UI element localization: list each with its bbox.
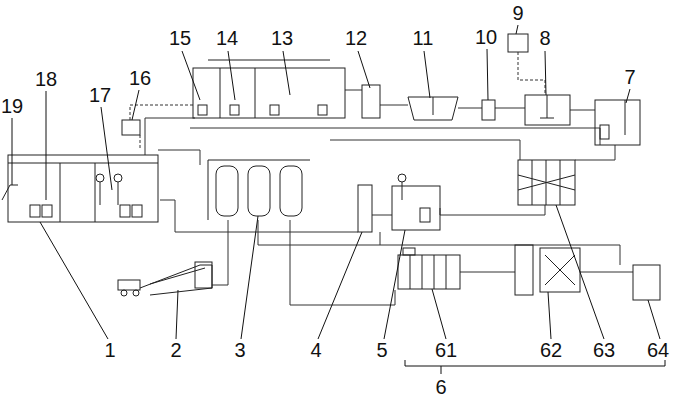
truck-conveyor	[118, 262, 212, 296]
callout-number: 10	[474, 27, 498, 47]
callout-number: 15	[168, 28, 192, 48]
product-tank	[633, 265, 660, 300]
callout-number: 1	[103, 340, 116, 360]
callout-number: 19	[0, 96, 24, 116]
callout-number: 64	[646, 340, 670, 360]
callout-number: 16	[128, 68, 152, 88]
callout-number: 7	[623, 67, 636, 87]
callout-number: 61	[434, 340, 458, 360]
callout-number: 12	[344, 28, 368, 48]
callout-number: 3	[233, 340, 246, 360]
callout-number: 9	[511, 3, 524, 23]
callout-number: 8	[538, 28, 551, 48]
callout-number: 62	[539, 340, 563, 360]
pressure-vessels	[208, 160, 310, 220]
small-unit	[482, 100, 495, 120]
tank-7	[595, 100, 640, 145]
callout-number: 6	[434, 377, 447, 397]
storage-tank	[392, 174, 440, 230]
dosing-box	[508, 34, 528, 52]
callout-number: 13	[270, 28, 294, 48]
membrane-unit	[515, 245, 580, 295]
callout-number: 18	[34, 69, 58, 89]
callout-number: 5	[375, 340, 388, 360]
leader-lines	[12, 25, 665, 374]
callout-number: 14	[215, 28, 239, 48]
regulating-tank	[2, 155, 158, 222]
callout-number: 2	[169, 340, 182, 360]
callout-number: 63	[592, 340, 616, 360]
callout-number: 4	[309, 340, 322, 360]
callout-number: 17	[88, 85, 112, 105]
reactor-grid	[518, 160, 575, 205]
mixing-tank	[525, 95, 570, 125]
callout-number: 11	[412, 28, 435, 48]
biological-tank	[193, 60, 345, 118]
dosing-column	[358, 185, 372, 232]
filter-press	[398, 248, 460, 289]
pipework	[130, 52, 633, 305]
tank-12	[362, 85, 380, 118]
clarifier	[408, 97, 458, 120]
control-box	[122, 120, 140, 135]
